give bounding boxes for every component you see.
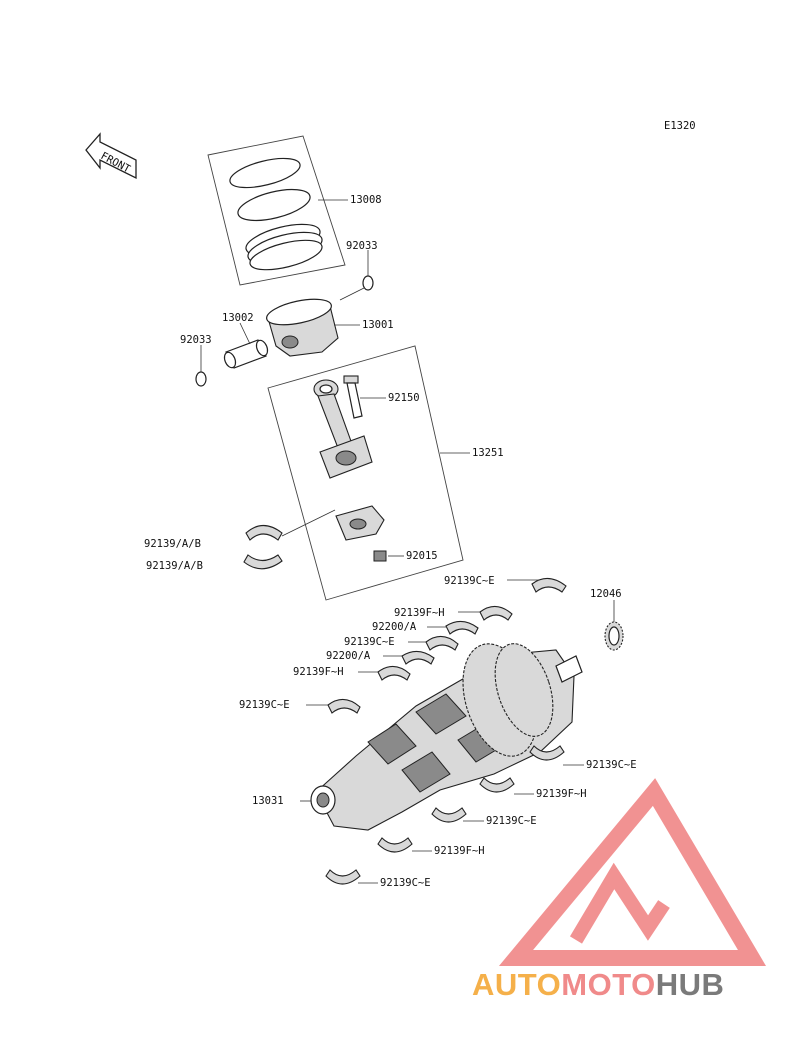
main-bearing-top	[531, 577, 567, 593]
lower-f-h-2	[377, 837, 413, 853]
label-nut: 92015	[406, 550, 438, 562]
rod-bearing-upper	[245, 524, 283, 541]
main-f-h-1	[479, 605, 513, 621]
label-gear: 12046	[590, 588, 622, 600]
label-pin: 13002	[222, 312, 254, 324]
label-piston: 13001	[362, 319, 394, 331]
watermark-moto: MOTO	[561, 967, 655, 1002]
label-rings: 13008	[350, 194, 382, 206]
thrust-1	[445, 620, 479, 635]
label-lower-f-h-1: 92139F~H	[536, 788, 587, 800]
label-lower-f-h-2: 92139F~H	[434, 845, 485, 857]
automotohub-logo-icon	[498, 778, 767, 966]
lower-c-e-1	[529, 745, 565, 761]
connecting-rod	[313, 379, 373, 479]
label-main-f-h-2: 92139F~H	[293, 666, 344, 678]
label-circlip-lower: 92033	[180, 334, 212, 346]
watermark-hub: HUB	[656, 967, 725, 1002]
lower-f-h-1	[479, 777, 515, 793]
watermark-text: AUTOMOTOHUB	[472, 967, 724, 1002]
lower-c-e-3	[325, 869, 361, 885]
crankshaft	[310, 643, 583, 831]
label-lower-c-e-2: 92139C~E	[486, 815, 537, 827]
conrod-group-box	[267, 345, 464, 601]
label-conrod-bolt: 92150	[388, 392, 420, 404]
label-lower-c-e-3: 92139C~E	[380, 877, 431, 889]
piston-rings	[229, 157, 323, 271]
label-thrust-2: 92200/A	[326, 650, 371, 662]
label-crankshaft: 13031	[252, 795, 284, 807]
piston-pin	[223, 339, 269, 369]
piston	[266, 298, 339, 357]
label-main-c-e-2: 92139C~E	[344, 636, 395, 648]
label-circlip-upper: 92033	[346, 240, 378, 252]
diagram-code: E1320	[664, 120, 696, 132]
conrod-nut	[373, 550, 387, 562]
conrod-bolt	[343, 375, 363, 419]
label-thrust-1: 92200/A	[372, 621, 417, 633]
gear-12046	[604, 621, 624, 651]
label-main-f-h-1: 92139F~H	[394, 607, 445, 619]
thrust-2	[401, 650, 435, 665]
label-main-c-e-3: 92139C~E	[239, 699, 290, 711]
rings-group-box	[207, 135, 346, 286]
label-bearing-a1: 92139/A/B	[144, 538, 201, 550]
main-c-e-3	[327, 698, 361, 714]
rod-bearing-lower	[243, 554, 283, 570]
label-conrod: 13251	[472, 447, 504, 459]
watermark-auto: AUTO	[472, 967, 561, 1002]
label-bearing-a2: 92139/A/B	[146, 560, 203, 572]
main-c-e-2	[425, 635, 459, 651]
lower-c-e-2	[431, 807, 467, 823]
label-lower-c-e-1: 92139C~E	[586, 759, 637, 771]
label-main-c-e-top: 92139C~E	[444, 575, 495, 587]
front-arrow-icon: FRONT	[85, 132, 137, 180]
circlip-lower	[195, 371, 207, 387]
conrod-cap	[335, 505, 385, 541]
circlip-upper	[362, 275, 374, 291]
main-f-h-2	[377, 665, 411, 681]
